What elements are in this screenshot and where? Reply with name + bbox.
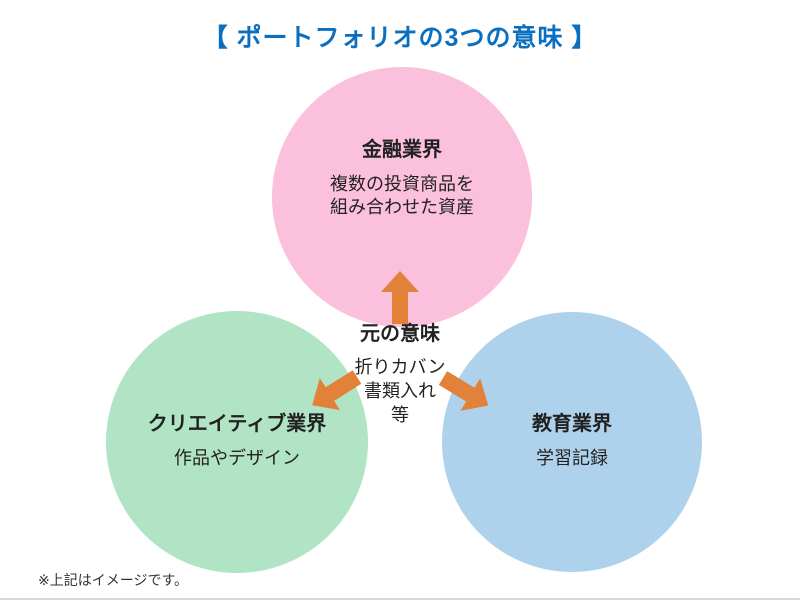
creative-label: クリエイティブ業界 作品やデザイン [96, 412, 378, 470]
arrow-down-right-icon [438, 371, 489, 411]
finance-heading: 金融業界 [362, 139, 442, 161]
finance-circle [272, 67, 532, 327]
finance-description-line: 複数の投資商品を [330, 174, 474, 194]
arrow-up-icon [381, 271, 419, 324]
original-meaning-line: 等 [391, 405, 409, 425]
education-description-line: 学習記録 [536, 448, 608, 468]
finance-description-line: 組み合わせた資産 [330, 197, 474, 217]
arrow-down-left-icon [312, 370, 362, 411]
footnote: ※上記はイメージです。 [38, 572, 189, 588]
education-circle [442, 312, 702, 572]
education-heading: 教育業界 [532, 413, 612, 435]
original-meaning-line: 折りカバン [354, 357, 446, 377]
finance-label: 金融業界 複数の投資商品を 組み合わせた資産 [272, 138, 532, 219]
creative-description-line: 作品やデザイン [174, 448, 300, 468]
original-meaning-heading: 元の意味 [360, 323, 440, 345]
original-meaning-label: 元の意味 折りカバン 書類入れ 等 [320, 322, 480, 427]
creative-heading: クリエイティブ業界 [147, 413, 327, 435]
original-meaning-line: 書類入れ [364, 381, 436, 401]
creative-circle [106, 311, 368, 573]
education-label: 教育業界 学習記録 [442, 412, 702, 470]
page-title: 【 ポートフォリオの3つの意味 】 [202, 24, 598, 52]
